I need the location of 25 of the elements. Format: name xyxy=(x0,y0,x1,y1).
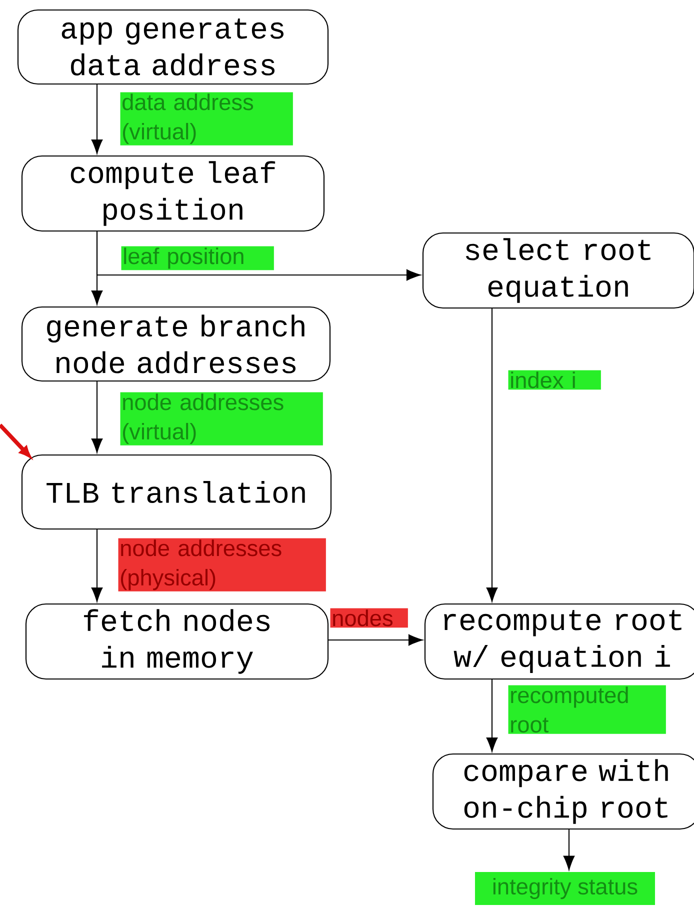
edge-label: nodes xyxy=(330,608,408,628)
arrow xyxy=(486,680,498,752)
process-box: compute leaf position xyxy=(21,155,325,232)
process-box: recompute root w/ equation i xyxy=(424,603,694,680)
process-box: compare with on-chip root xyxy=(432,753,694,830)
process-box: fetch nodes in memory xyxy=(25,603,329,680)
edge-label: node addresses (virtual) xyxy=(120,392,323,446)
arrow xyxy=(91,84,103,154)
arrow xyxy=(91,382,103,453)
arrow xyxy=(486,308,498,602)
edge-label: data address (virtual) xyxy=(120,92,293,146)
arrow xyxy=(91,530,103,602)
edge-label: index i xyxy=(508,370,601,390)
process-box: select root equation xyxy=(422,232,694,309)
arrow xyxy=(563,830,575,870)
edge-label: leaf position xyxy=(121,246,274,270)
process-box: generate branch node addresses xyxy=(21,306,331,382)
arrow xyxy=(328,634,423,646)
process-box: app generates data address xyxy=(17,9,329,85)
edge-label: recomputed root xyxy=(508,685,666,734)
pointer-arrow xyxy=(0,424,31,458)
arrow xyxy=(96,232,421,281)
process-box: TLB translation xyxy=(21,454,332,530)
output-label: integrity status xyxy=(475,872,655,905)
edge-label: node addresses (physical) xyxy=(118,538,326,592)
